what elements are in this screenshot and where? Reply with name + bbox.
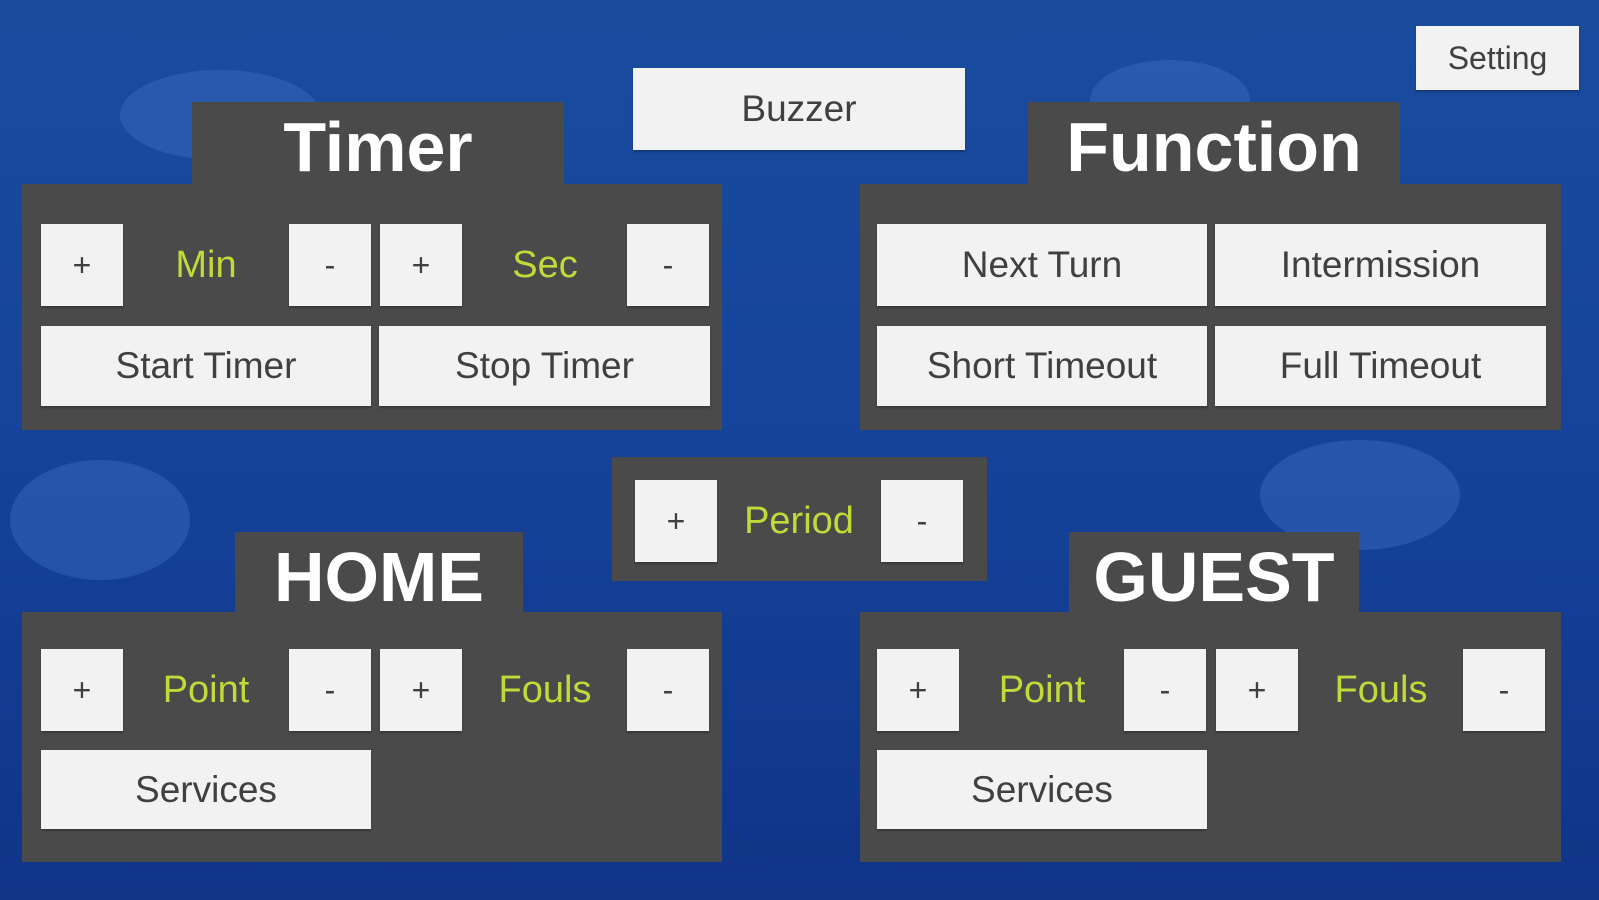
home-point-label: Point (162, 668, 250, 711)
guest-fouls-plus-button[interactable]: + (1216, 649, 1298, 731)
guest-fouls-label: Fouls (1334, 668, 1428, 711)
home-title: HOME (235, 532, 523, 622)
background-figure (1260, 440, 1460, 550)
timer-title: Timer (192, 102, 564, 192)
start-timer-button[interactable]: Start Timer (41, 326, 371, 406)
full-timeout-button[interactable]: Full Timeout (1215, 326, 1546, 406)
sec-label: Sec (512, 243, 578, 286)
min-plus-button[interactable]: + (41, 224, 123, 306)
guest-title: GUEST (1069, 532, 1359, 622)
intermission-button[interactable]: Intermission (1215, 224, 1546, 306)
home-point-plus-button[interactable]: + (41, 649, 123, 731)
sec-plus-button[interactable]: + (380, 224, 462, 306)
buzzer-button[interactable]: Buzzer (633, 68, 965, 150)
sec-minus-button[interactable]: - (627, 224, 709, 306)
function-title: Function (1028, 102, 1400, 192)
guest-services-button[interactable]: Services (877, 750, 1207, 829)
home-fouls-minus-button[interactable]: - (627, 649, 709, 731)
background-figure (10, 460, 190, 580)
stop-timer-button[interactable]: Stop Timer (379, 326, 710, 406)
min-label: Min (175, 243, 237, 286)
period-minus-button[interactable]: - (881, 480, 963, 562)
guest-point-label: Point (998, 668, 1086, 711)
min-minus-button[interactable]: - (289, 224, 371, 306)
guest-fouls-minus-button[interactable]: - (1463, 649, 1545, 731)
setting-button[interactable]: Setting (1416, 26, 1579, 90)
guest-point-plus-button[interactable]: + (877, 649, 959, 731)
period-label: Period (744, 499, 854, 542)
home-point-minus-button[interactable]: - (289, 649, 371, 731)
period-plus-button[interactable]: + (635, 480, 717, 562)
home-services-button[interactable]: Services (41, 750, 371, 829)
home-fouls-label: Fouls (498, 668, 592, 711)
guest-point-minus-button[interactable]: - (1124, 649, 1206, 731)
short-timeout-button[interactable]: Short Timeout (877, 326, 1207, 406)
next-turn-button[interactable]: Next Turn (877, 224, 1207, 306)
home-fouls-plus-button[interactable]: + (380, 649, 462, 731)
